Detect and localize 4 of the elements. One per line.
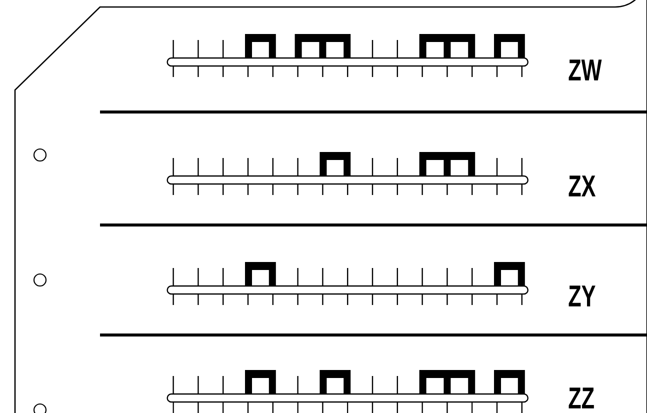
row-label: ZW: [568, 60, 602, 80]
row-label: ZY: [568, 286, 596, 306]
row-label: ZZ: [568, 388, 594, 408]
row-label: ZX: [568, 176, 596, 196]
